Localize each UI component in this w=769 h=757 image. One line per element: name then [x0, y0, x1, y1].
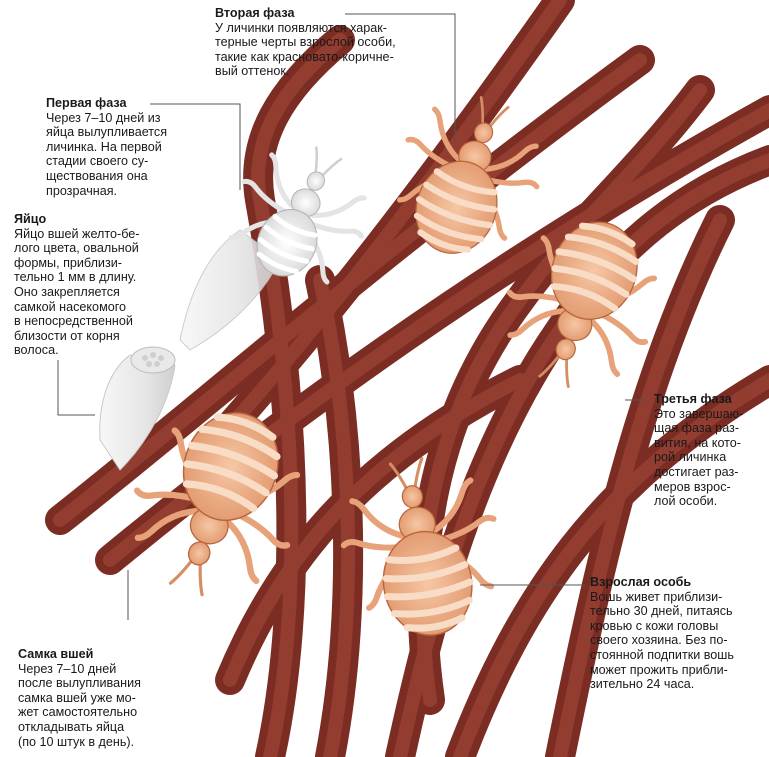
label-adult: Взрослая особь Вошь живет приблизи- тель… — [590, 575, 734, 692]
label-title: Яйцо — [14, 212, 47, 226]
egg-drawing — [99, 346, 176, 471]
label-title: Первая фаза — [46, 96, 127, 110]
label-first-phase: Первая фаза Через 7–10 дней из яйца вылу… — [46, 96, 168, 198]
label-title: Самка вшей — [18, 647, 94, 661]
label-title: Третья фаза — [654, 392, 732, 406]
label-third-phase: Третья фаза Это завершаю- щая фаза раз- … — [654, 392, 744, 509]
label-egg: Яйцо Яйцо вшей желто-бе- лого цвета, ова… — [14, 212, 140, 358]
label-title: Взрослая особь — [590, 575, 692, 589]
leader-lines — [57, 13, 650, 620]
label-second-phase: Вторая фаза У личинки появляются харак- … — [215, 6, 396, 79]
label-title: Вторая фаза — [215, 6, 295, 20]
label-female: Самка вшей Через 7–10 дней после вылупли… — [18, 647, 141, 749]
